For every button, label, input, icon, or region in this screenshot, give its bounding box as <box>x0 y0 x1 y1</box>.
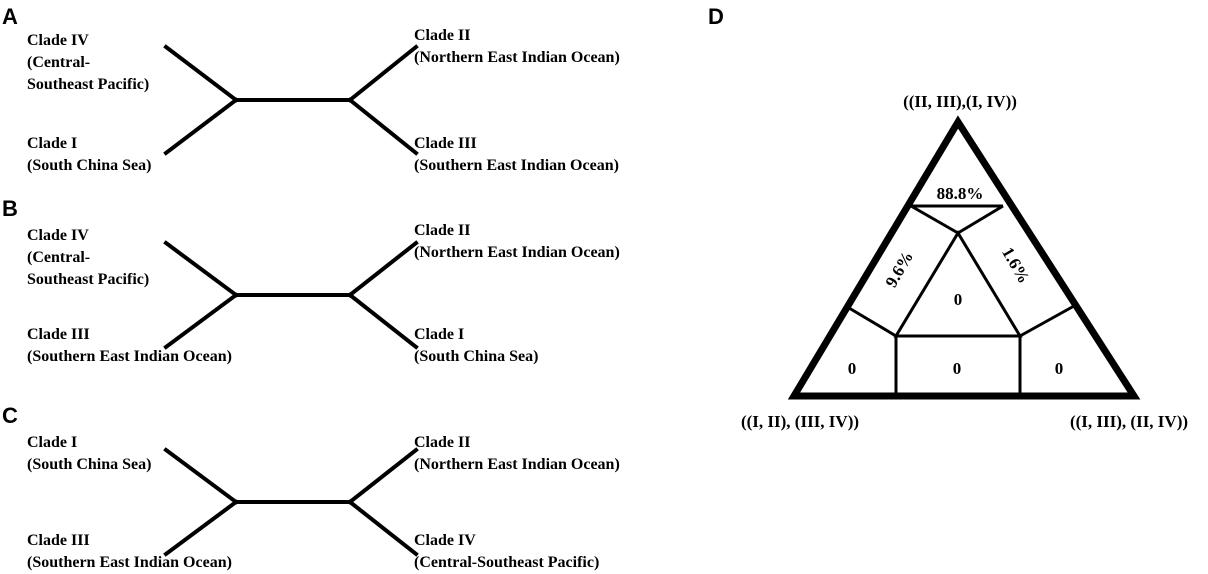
panel-c-letter: C <box>2 403 18 428</box>
clade-name: Clade III <box>27 532 90 549</box>
value-center: 0 <box>954 290 963 309</box>
clade-region: (South China Sea) <box>414 348 539 365</box>
clade-region: (Northern East Indian Ocean) <box>414 456 620 473</box>
tree-a <box>163 44 419 156</box>
panel-c-bottom-right-label: Clade IV (Central-Southeast Pacific) <box>414 530 599 574</box>
clade-region: (Northern East Indian Ocean) <box>414 244 620 261</box>
value-bottom-right: 0 <box>1055 359 1064 378</box>
panel-a-letter: A <box>2 4 18 29</box>
value-bottom-left: 0 <box>848 359 857 378</box>
clade-name: Clade III <box>414 135 477 152</box>
panel-a-top-left-label: Clade IV (Central- Southeast Pacific) <box>27 30 149 96</box>
tree-c <box>163 447 419 557</box>
panel-b-letter: B <box>2 196 18 221</box>
clade-region: (Central- <box>27 249 91 266</box>
panel-a-bottom-right-label: Clade III (Southern East Indian Ocean) <box>414 133 619 177</box>
clade-name: Clade IV <box>414 532 476 549</box>
clade-region: (Southern East Indian Ocean) <box>27 554 232 571</box>
clade-region: (Southern East Indian Ocean) <box>414 157 619 174</box>
clade-name: Clade I <box>27 434 78 451</box>
clade-region: (Southern East Indian Ocean) <box>27 348 232 365</box>
panel-b-top-left-label: Clade IV (Central- Southeast Pacific) <box>27 225 149 291</box>
clade-name: Clade IV <box>27 32 89 49</box>
clade-region: Southeast Pacific) <box>27 76 150 93</box>
value-bottom-center: 0 <box>953 359 962 378</box>
clade-region: (South China Sea) <box>27 157 152 174</box>
topology-right-label: ((I, III), (II, IV)) <box>1070 412 1188 431</box>
clade-name: Clade II <box>414 27 471 44</box>
clade-region: (Central-Southeast Pacific) <box>414 554 600 571</box>
clade-name: Clade I <box>414 326 465 343</box>
clade-name: Clade II <box>414 222 471 239</box>
quartet-triangle: 88.8% 9.6% 1.6% 0 0 0 0 ((II, III),(I, I… <box>741 92 1188 431</box>
panel-d-letter: D <box>708 4 724 29</box>
value-left-diagonal: 9.6% <box>881 248 917 291</box>
clade-name: Clade IV <box>27 227 89 244</box>
clade-region: (Northern East Indian Ocean) <box>414 49 620 66</box>
panel-c-top-left-label: Clade I (South China Sea) <box>27 432 151 476</box>
panel-a-top-right-label: Clade II (Northern East Indian Ocean) <box>414 25 620 69</box>
clade-region: (South China Sea) <box>27 456 152 473</box>
value-right-diagonal: 1.6% <box>998 244 1034 287</box>
panel-c-bottom-left-label: Clade III (Southern East Indian Ocean) <box>27 530 232 574</box>
topology-left-label: ((I, II), (III, IV)) <box>741 412 859 431</box>
panel-c-top-right-label: Clade II (Northern East Indian Ocean) <box>414 432 620 476</box>
clade-name: Clade II <box>414 434 471 451</box>
clade-name: Clade III <box>27 326 90 343</box>
region-dividers <box>848 204 1075 396</box>
panel-b-bottom-left-label: Clade III (Southern East Indian Ocean) <box>27 324 232 368</box>
clade-region: Southeast Pacific) <box>27 271 150 288</box>
unrooted-trees <box>163 44 419 557</box>
tree-b <box>163 240 419 350</box>
topology-top-label: ((II, III),(I, IV)) <box>903 92 1017 111</box>
value-top: 88.8% <box>937 184 984 203</box>
panel-b-top-right-label: Clade II (Northern East Indian Ocean) <box>414 220 620 264</box>
clade-region: (Central- <box>27 54 91 71</box>
triangle-outline <box>787 115 1141 400</box>
clade-name: Clade I <box>27 135 78 152</box>
panel-a-bottom-left-label: Clade I (South China Sea) <box>27 133 151 177</box>
panel-b-bottom-right-label: Clade I (South China Sea) <box>414 324 538 368</box>
